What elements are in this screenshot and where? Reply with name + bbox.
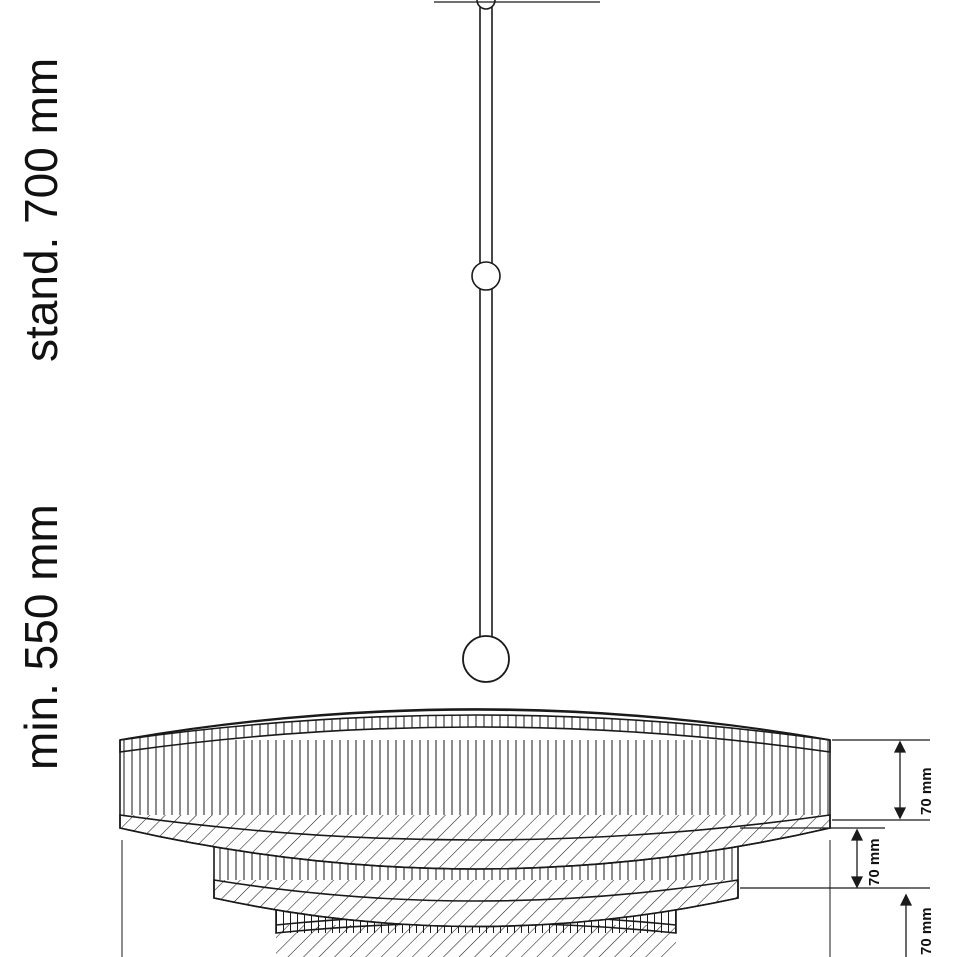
tier-3-height-label: 70 mm — [918, 907, 935, 955]
stand-length-label: stand. 700 mm — [15, 57, 67, 362]
tier-1-height-label: 70 mm — [918, 767, 935, 815]
top-ball-finial — [462, 635, 510, 683]
min-length-label: min. 550 mm — [15, 504, 67, 770]
tier-2-height-label: 70 mm — [866, 838, 883, 886]
tier-1 — [119, 708, 831, 870]
suspension-rod — [434, 0, 600, 639]
dimension-lines — [740, 739, 930, 957]
